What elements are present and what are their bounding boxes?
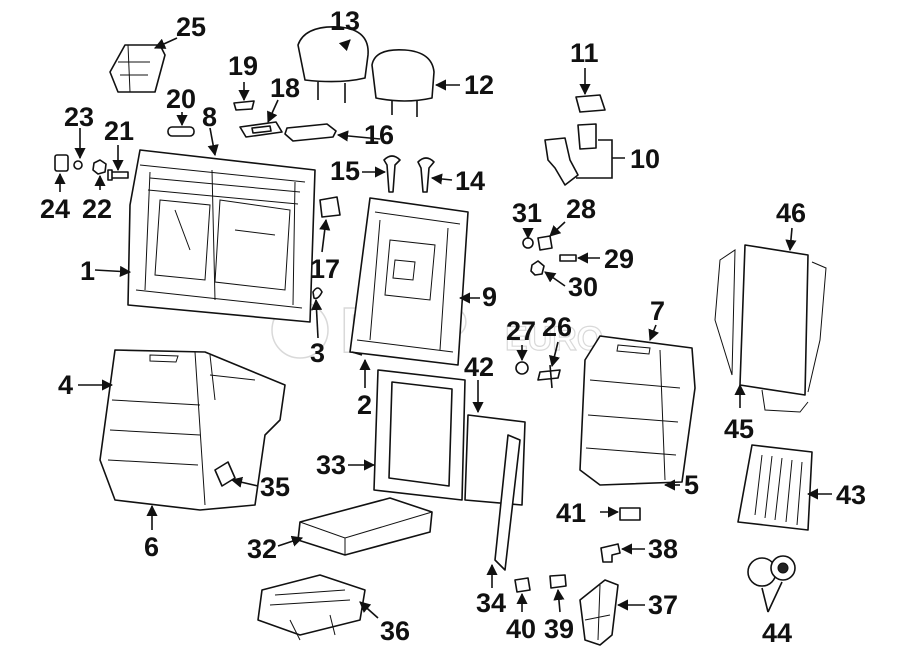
part-14-guide-drawing <box>417 157 435 193</box>
callout-38: 38 <box>648 534 678 564</box>
callout-30: 30 <box>568 272 598 302</box>
callout-36: 36 <box>380 616 410 646</box>
part-25-bracket-drawing <box>109 44 166 93</box>
part-34-trim-drawing <box>494 434 521 571</box>
callout-23: 23 <box>64 102 94 132</box>
callout-34: 34 <box>476 588 506 618</box>
part-37-bracket-drawing <box>579 579 619 646</box>
callout-5: 5 <box>684 470 699 500</box>
part-33-frame-drawing <box>373 369 466 501</box>
callout-41: 41 <box>556 498 586 528</box>
part-41-pad-drawing <box>619 507 641 521</box>
callout-39: 39 <box>544 614 574 644</box>
callout-10: 10 <box>630 144 660 174</box>
leader-lines <box>54 37 832 619</box>
part-30-nut-drawing <box>530 260 545 276</box>
callout-45: 45 <box>724 414 754 444</box>
callout-6: 6 <box>144 532 159 562</box>
part-22-nut-drawing <box>92 159 107 175</box>
part-43-heater-mat-drawing <box>737 444 813 531</box>
part-44-disc-center <box>777 562 789 574</box>
part-23-washer-drawing <box>73 160 83 170</box>
part-15-guide-drawing <box>383 155 401 193</box>
callout-37: 37 <box>648 590 678 620</box>
part-26-striker-drawing <box>537 364 561 389</box>
callout-18: 18 <box>270 73 300 103</box>
part-46-backrest-panel-drawing <box>714 244 827 413</box>
callout-27: 27 <box>506 316 536 346</box>
part-7-seat-cover-drawing <box>579 335 696 486</box>
callout-4: 4 <box>58 370 73 400</box>
callout-33: 33 <box>316 450 346 480</box>
callout-1: 1 <box>80 256 95 286</box>
part-9-seatback-frame-drawing <box>349 197 469 366</box>
part-28-bracket-drawing <box>537 235 553 251</box>
part-36-seat-frame-drawing <box>257 574 366 641</box>
part-39-clip-drawing <box>549 574 567 589</box>
part-20-pad-drawing <box>167 126 195 137</box>
part-3-hook-drawing <box>312 287 323 300</box>
part-17-pad-drawing <box>319 196 341 218</box>
callout-14: 14 <box>455 166 485 196</box>
callout-35: 35 <box>260 472 290 502</box>
callout-40: 40 <box>506 614 536 644</box>
callout-44: 44 <box>762 618 792 648</box>
part-18-cover-drawing <box>239 121 283 138</box>
callout-42: 42 <box>464 352 494 382</box>
part-31-washer-drawing <box>522 237 534 249</box>
callout-24: 24 <box>40 194 70 224</box>
part-2-strip-drawing <box>351 351 363 356</box>
part-27-washer-drawing <box>515 361 529 375</box>
part-12-headrest-drawing <box>371 48 435 117</box>
callout-3: 3 <box>310 338 325 368</box>
part-24-clip-drawing <box>54 154 69 172</box>
callout-22: 22 <box>82 194 112 224</box>
callout-43: 43 <box>836 480 866 510</box>
callout-labels: 25 20 19 18 8 16 23 21 22 24 1 17 3 13 1… <box>40 6 866 648</box>
callout-9: 9 <box>482 282 497 312</box>
callout-29: 29 <box>604 244 634 274</box>
callout-2: 2 <box>357 390 372 420</box>
callout-28: 28 <box>566 194 596 224</box>
callout-17: 17 <box>310 254 340 284</box>
callout-15: 15 <box>330 156 360 186</box>
callout-46: 46 <box>776 198 806 228</box>
callout-31: 31 <box>512 198 542 228</box>
part-16-bracket-drawing <box>284 123 337 142</box>
callout-13: 13 <box>330 6 360 36</box>
part-1-seatback-frame-drawing <box>127 149 316 323</box>
part-10-latch-drawing <box>544 123 597 186</box>
callout-16: 16 <box>364 120 394 150</box>
part-38-clip-drawing <box>600 543 621 563</box>
part-32-cushion-drawing <box>297 497 433 556</box>
part-4-seat-cover-drawing <box>99 349 286 511</box>
part-29-bolt-drawing <box>559 254 577 262</box>
callout-11: 11 <box>570 38 599 68</box>
part-11-bezel-drawing <box>575 94 606 113</box>
callout-12: 12 <box>464 70 494 100</box>
callout-8: 8 <box>202 102 217 132</box>
callout-32: 32 <box>247 534 277 564</box>
callout-19: 19 <box>228 51 258 81</box>
part-13-headrest-drawing <box>297 26 369 103</box>
callout-7: 7 <box>650 296 665 326</box>
callout-26: 26 <box>542 312 572 342</box>
callout-21: 21 <box>104 116 134 146</box>
callout-25: 25 <box>176 12 206 42</box>
part-21-bolt-drawing <box>107 169 129 181</box>
part-40-clip-drawing <box>514 577 531 593</box>
callout-20: 20 <box>166 84 196 114</box>
part-19-clip-drawing <box>233 100 255 111</box>
